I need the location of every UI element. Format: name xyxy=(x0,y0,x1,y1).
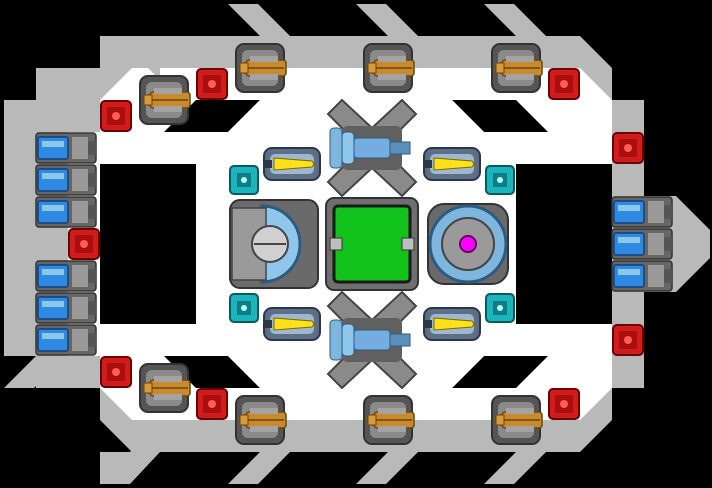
power-node[interactable] xyxy=(485,293,515,323)
laser-pod[interactable] xyxy=(423,307,481,341)
laser-pod[interactable] xyxy=(263,307,321,341)
explosive-crate[interactable] xyxy=(100,356,132,388)
explosive-crate[interactable] xyxy=(100,100,132,132)
shield-generator[interactable] xyxy=(229,199,319,289)
cannon-turret[interactable] xyxy=(139,363,191,413)
thruster-engine[interactable] xyxy=(35,324,97,356)
cannon-turret[interactable] xyxy=(235,43,287,93)
explosive-crate[interactable] xyxy=(612,324,644,356)
explosive-crate[interactable] xyxy=(548,68,580,100)
cannon-turret[interactable] xyxy=(235,395,287,445)
power-node[interactable] xyxy=(229,293,259,323)
cannon-turret[interactable] xyxy=(491,395,543,445)
cannon-turret[interactable] xyxy=(139,75,191,125)
command-core[interactable] xyxy=(325,197,419,291)
power-node[interactable] xyxy=(229,165,259,195)
explosive-crate[interactable] xyxy=(548,388,580,420)
cannon-turret[interactable] xyxy=(491,43,543,93)
thruster-engine[interactable] xyxy=(611,260,673,292)
thruster-engine[interactable] xyxy=(611,196,673,228)
chevrons-top xyxy=(4,4,546,132)
cannon-turret[interactable] xyxy=(363,395,415,445)
power-node[interactable] xyxy=(485,165,515,195)
cannon-turret[interactable] xyxy=(363,43,415,93)
chevrons-bottom xyxy=(4,356,546,484)
explosive-crate[interactable] xyxy=(68,228,100,260)
thruster-engine[interactable] xyxy=(35,196,97,228)
thruster-engine[interactable] xyxy=(35,132,97,164)
explosive-crate[interactable] xyxy=(196,68,228,100)
thruster-engine[interactable] xyxy=(611,228,673,260)
thruster-engine[interactable] xyxy=(35,164,97,196)
thruster-engine[interactable] xyxy=(35,292,97,324)
reactor-core[interactable] xyxy=(427,203,509,285)
explosive-crate[interactable] xyxy=(612,132,644,164)
explosive-crate[interactable] xyxy=(196,388,228,420)
thruster-engine[interactable] xyxy=(35,260,97,292)
laser-pod[interactable] xyxy=(423,147,481,181)
laser-pod[interactable] xyxy=(263,147,321,181)
